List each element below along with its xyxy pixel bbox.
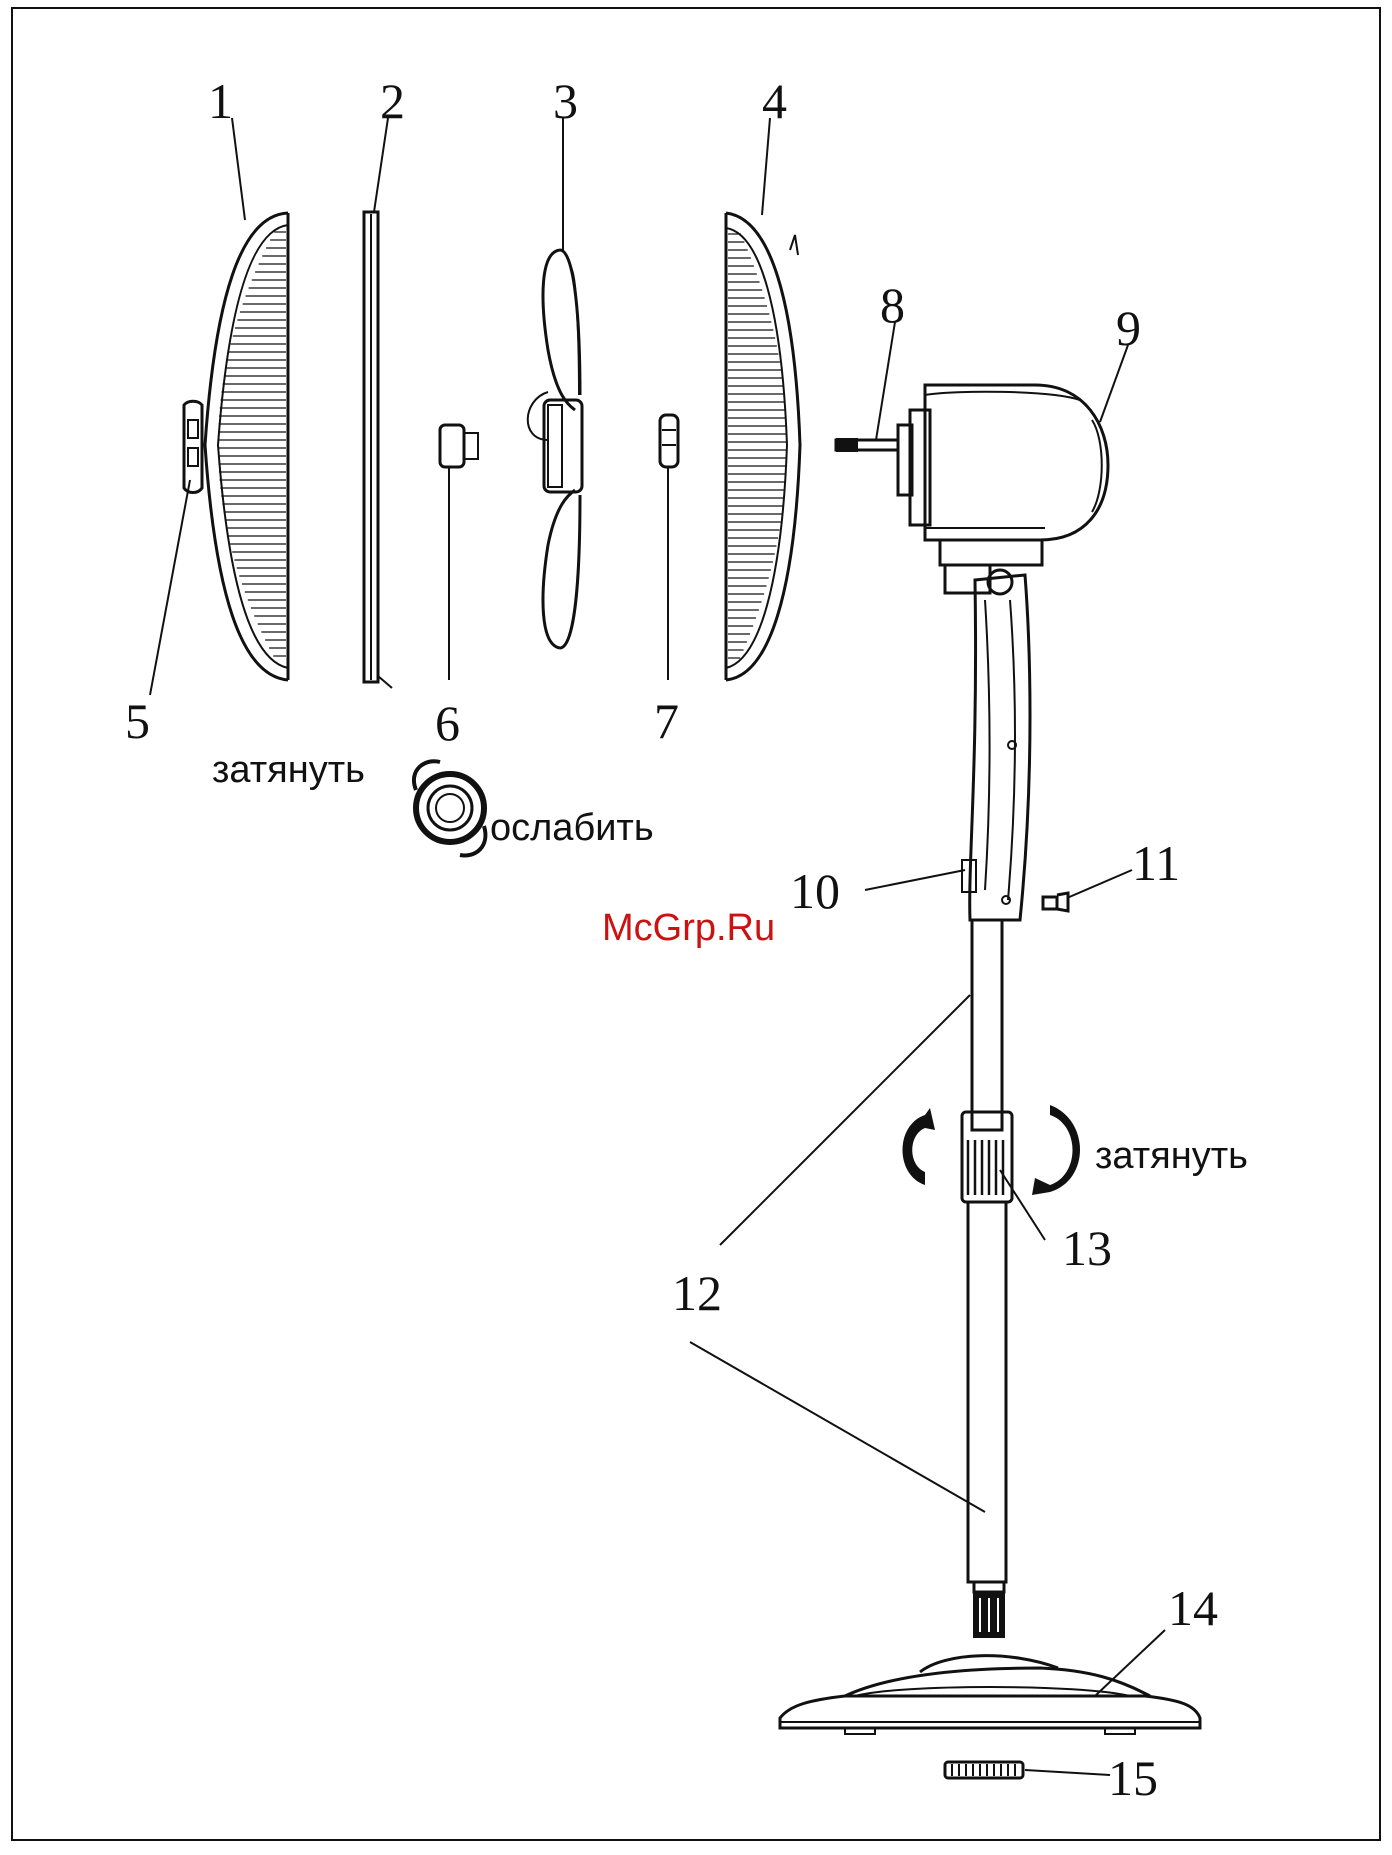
tighten-label-top: затянуть (212, 749, 365, 791)
base-nut (945, 1762, 1023, 1778)
rear-grille-ribs (728, 234, 787, 658)
fan-base (780, 1656, 1200, 1734)
control-housing (962, 575, 1068, 920)
label-10: 10 (790, 863, 840, 919)
label-5: 5 (125, 693, 150, 749)
grille-ring (364, 212, 392, 688)
rear-grille (726, 213, 800, 680)
base-nut-ridges (952, 1764, 1015, 1776)
label-12: 12 (672, 1265, 722, 1321)
tighten-label-pole: затянуть (1095, 1135, 1248, 1177)
label-8: 8 (880, 277, 905, 333)
label-3: 3 (553, 73, 578, 129)
front-grille (184, 213, 288, 680)
front-grille-ribs (218, 232, 286, 656)
label-1: 1 (208, 73, 233, 129)
label-14: 14 (1168, 1580, 1218, 1636)
label-2: 2 (380, 73, 405, 129)
motor-shaft-tip (836, 438, 858, 452)
label-4: 4 (762, 73, 787, 129)
fan-blade (528, 250, 582, 648)
label-15: 15 (1108, 1750, 1158, 1806)
rear-grille-nut (660, 415, 678, 680)
rotate-left-arrow (903, 1108, 936, 1185)
label-11: 11 (1132, 835, 1180, 891)
motor-housing (836, 385, 1108, 594)
watermark: McGrp.Ru (602, 907, 775, 949)
spinner-nut (440, 425, 478, 680)
label-9: 9 (1116, 300, 1141, 356)
label-7: 7 (654, 693, 679, 749)
rotate-right-arrow (1032, 1105, 1080, 1195)
loosen-label: ослабить (490, 807, 654, 849)
pole-collar-ridges (968, 1140, 1003, 1195)
label-6: 6 (435, 695, 460, 751)
label-13: 13 (1062, 1220, 1112, 1276)
tighten-loosen-nut-icon (414, 761, 485, 855)
telescopic-pole (962, 920, 1012, 1638)
